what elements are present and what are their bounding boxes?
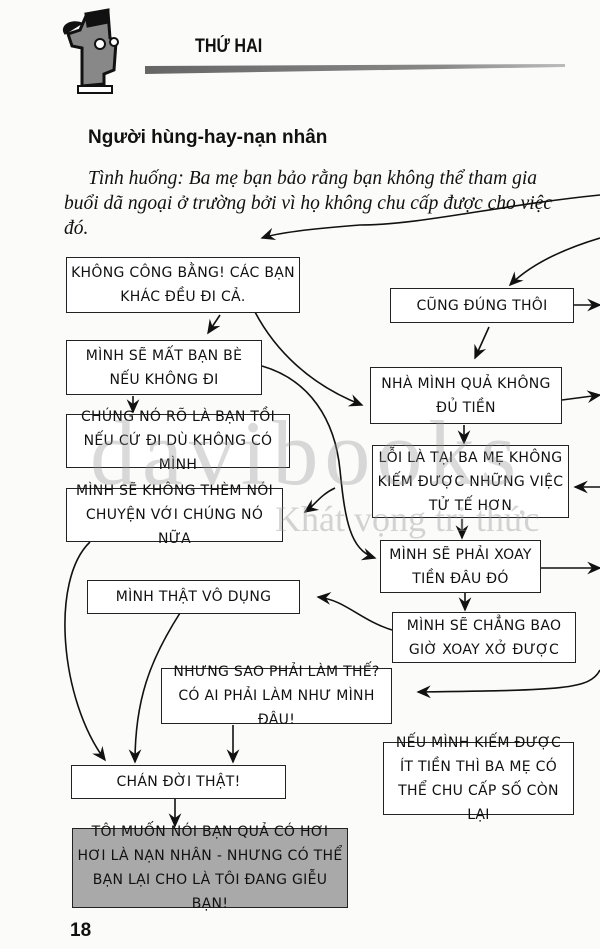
- box-wont-talk: MÌNH SẼ KHÔNG THÈM NÓI CHUYỆN VỚI CHÚNG …: [66, 483, 283, 547]
- character-face-icon: [63, 8, 119, 94]
- watermark-slogan: Khát vọng tri thức: [275, 499, 540, 539]
- box-lose-friends: MÌNH SẼ MẤT BẠN BÈ NẾU KHÔNG ĐI: [66, 340, 262, 395]
- scenario-text: Tình huống: Ba mẹ bạn bảo rằng bạn không…: [64, 168, 553, 239]
- box-why-me: NHƯNG SAO PHẢI LÀM THẾ? CÓ AI PHẢI LÀM N…: [161, 664, 392, 728]
- box-not-enough-money: NHÀ MÌNH QUẢ KHÔNG ĐỦ TIỀN: [370, 367, 562, 424]
- box-parents-fault: LỖI LÀ TẠI BA MẸ KHÔNG KIẾM ĐƯỢC NHỮNG V…: [372, 445, 569, 518]
- box-earn-some: NẾU MÌNH KIẾM ĐƯỢC ÍT TIỀN THÌ BA MẸ CÓ …: [383, 735, 574, 823]
- chapter-heading: THỨ HAI: [195, 36, 263, 57]
- box-fair-enough: CŨNG ĐÚNG THÔI: [390, 288, 574, 323]
- heading-bar: [145, 64, 565, 74]
- section-title: Người hùng-hay-nạn nhân: [88, 127, 328, 148]
- page-number: 18: [70, 920, 92, 941]
- box-never-manage: MÌNH SẼ CHẲNG BAO GIỜ XOAY XỞ ĐƯỢC: [392, 612, 576, 663]
- box-unfair: KHÔNG CÔNG BẰNG! CÁC BẠN KHÁC ĐỀU ĐI CẢ.: [66, 257, 300, 313]
- box-find-money: MÌNH SẼ PHẢI XOAY TIỀN ĐÂU ĐÓ: [380, 540, 541, 593]
- box-fed-up: CHÁN ĐỜI THẬT!: [71, 765, 286, 799]
- box-author-note: TÔI MUỐN NÓI BẠN QUẢ CÓ HƠI HƠI LÀ NẠN N…: [72, 824, 348, 912]
- watermark-brand: davibooks: [90, 402, 523, 504]
- box-bad-friends: CHÚNG NÓ RÕ LÀ BẠN TỒI NẾU CỨ ĐI DÙ KHÔN…: [66, 409, 290, 473]
- box-useless: MÌNH THẬT VÔ DỤNG: [87, 580, 300, 614]
